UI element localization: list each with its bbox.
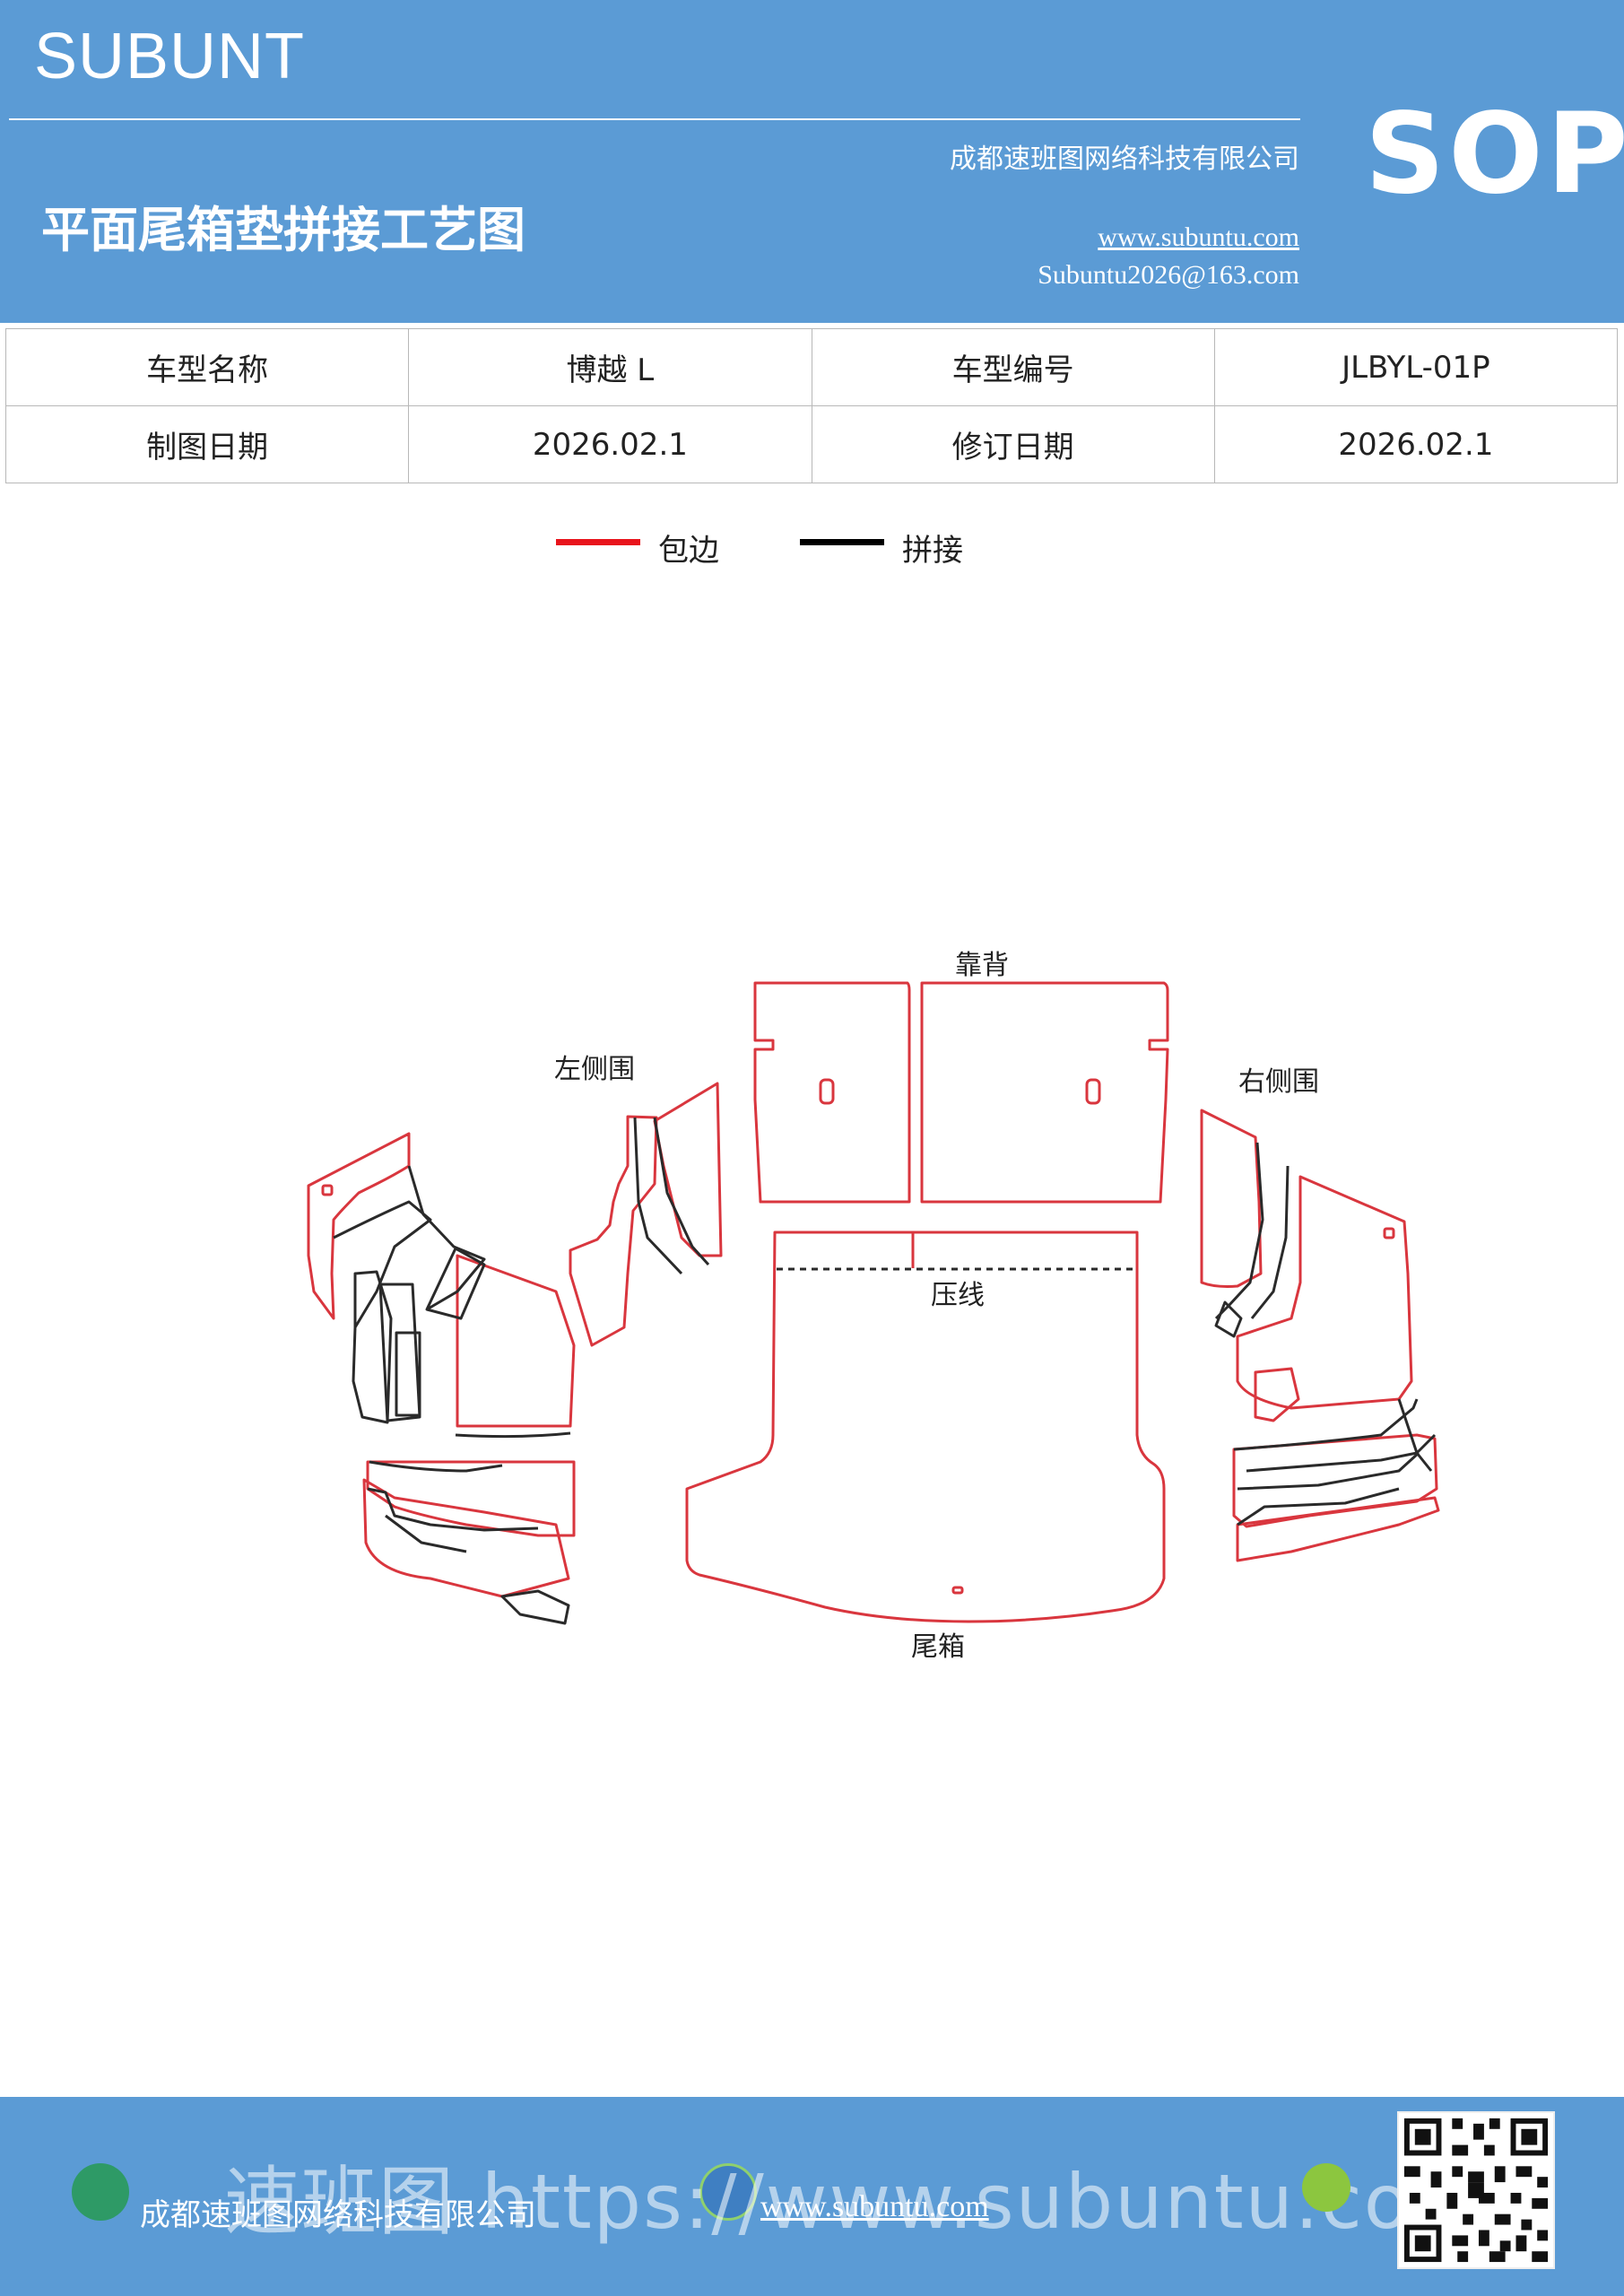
document-title: 平面尾箱垫拼接工艺图 bbox=[41, 202, 525, 258]
left-side-rear-panel bbox=[307, 1132, 411, 1320]
label-left-side: 左侧围 bbox=[554, 1054, 635, 1085]
header-banner bbox=[0, 0, 1624, 323]
legend-seam-label: 拼接 bbox=[902, 533, 963, 569]
right-side-seam-5 bbox=[1246, 1433, 1437, 1473]
table-cell: 修订日期 bbox=[811, 405, 1215, 483]
footer-watermark: 速班图 https://www.subuntu.com bbox=[224, 2158, 1487, 2246]
table-cell: 车型编号 bbox=[811, 328, 1215, 406]
table-cell: 车型名称 bbox=[4, 328, 410, 406]
left-side-seam-1 bbox=[333, 1200, 432, 1328]
right-side-rear-panel bbox=[1236, 1175, 1413, 1410]
left-side-bottom-panel bbox=[362, 1478, 570, 1598]
backrest-right-slot bbox=[1085, 1078, 1101, 1105]
backrest-left-panel bbox=[753, 981, 911, 1204]
legend-seam-swatch bbox=[800, 539, 884, 545]
legend-edge-swatch bbox=[556, 539, 640, 545]
left-side-seam-2 bbox=[407, 1165, 486, 1311]
label-trunk: 尾箱 bbox=[911, 1631, 965, 1663]
right-side-arch-hole bbox=[1254, 1367, 1300, 1422]
right-side-bottom-panel bbox=[1236, 1496, 1440, 1562]
table-cell: 博越 L bbox=[408, 328, 812, 406]
footer-banner bbox=[0, 2097, 1624, 2296]
backrest-right-panel bbox=[920, 981, 1169, 1204]
left-side-seam-5 bbox=[425, 1247, 486, 1320]
trunk-floor-hole bbox=[951, 1586, 964, 1595]
left-side-seam-7 bbox=[369, 1460, 503, 1473]
table-cell: 2026.02.1 bbox=[1213, 405, 1619, 483]
vehicle-info-table: 车型名称 博越 L 车型编号 JLBYL-01P 制图日期 2026.02.1 … bbox=[4, 328, 1619, 483]
sop-badge: SOP bbox=[1365, 90, 1624, 219]
table-cell: 制图日期 bbox=[4, 405, 410, 483]
label-right-side: 右侧围 bbox=[1238, 1066, 1319, 1098]
right-side-front-panel bbox=[1200, 1109, 1263, 1288]
trunk-floor-panel bbox=[685, 1231, 1166, 1623]
table-row: 制图日期 2026.02.1 修订日期 2026.02.1 bbox=[4, 405, 1619, 483]
table-cell: JLBYL-01P bbox=[1213, 328, 1619, 406]
left-side-seam-6 bbox=[455, 1431, 571, 1439]
footer-website-link[interactable]: www.subuntu.com bbox=[760, 2190, 989, 2223]
wechat-icon bbox=[1302, 2163, 1350, 2212]
left-side-front-seam-2 bbox=[653, 1117, 710, 1266]
label-backrest: 靠背 bbox=[955, 950, 1009, 981]
left-side-rear-hole bbox=[321, 1184, 334, 1196]
left-side-seam-8 bbox=[500, 1589, 570, 1625]
left-side-seam-10 bbox=[385, 1514, 467, 1553]
label-crease: 压线 bbox=[931, 1280, 985, 1311]
right-side-rear-hole bbox=[1383, 1227, 1395, 1239]
right-side-seam-7 bbox=[1237, 1487, 1400, 1526]
footer-company-name: 成都速班图网络科技有限公司 bbox=[140, 2197, 536, 2233]
company-name: 成都速班图网络科技有限公司 bbox=[950, 144, 1299, 175]
legend-edge-label: 包边 bbox=[658, 533, 719, 569]
trunk-mat-diagram: 靠背 左侧围 右侧围 压线 尾箱 bbox=[307, 950, 1440, 1663]
globe-icon bbox=[699, 2163, 757, 2221]
left-side-lower-panel bbox=[366, 1460, 576, 1537]
qr-code-icon bbox=[1397, 2111, 1555, 2269]
left-side-seam-3 bbox=[352, 1270, 393, 1424]
contact-email[interactable]: Subuntu2026@163.com bbox=[1038, 260, 1299, 290]
right-side-seam-6 bbox=[1237, 1451, 1420, 1491]
right-side-seam-4 bbox=[1233, 1398, 1419, 1451]
left-side-seam-4 bbox=[378, 1283, 421, 1422]
header-divider bbox=[9, 118, 1300, 120]
right-side-seam-3 bbox=[1214, 1300, 1243, 1338]
left-side-seam-9 bbox=[367, 1487, 539, 1532]
right-side-seam-2 bbox=[1250, 1165, 1290, 1319]
table-cell: 2026.02.1 bbox=[408, 405, 812, 483]
right-side-seam-8 bbox=[1397, 1398, 1433, 1472]
left-side-front-seam-1 bbox=[633, 1117, 683, 1275]
left-side-front-trim bbox=[653, 1082, 723, 1257]
left-side-front-upper bbox=[569, 1115, 658, 1347]
website-link[interactable]: www.subuntu.com bbox=[1098, 222, 1299, 252]
right-side-seam-1 bbox=[1214, 1142, 1264, 1320]
right-side-lower-panel bbox=[1232, 1433, 1438, 1528]
brand-logo-text: SUBUNT bbox=[34, 21, 306, 92]
left-side-window bbox=[395, 1331, 421, 1417]
table-row: 车型名称 博越 L 车型编号 JLBYL-01P bbox=[4, 328, 1619, 406]
company-building-icon bbox=[72, 2163, 129, 2221]
backrest-left-slot bbox=[819, 1078, 835, 1105]
left-side-arch-panel bbox=[456, 1254, 576, 1428]
